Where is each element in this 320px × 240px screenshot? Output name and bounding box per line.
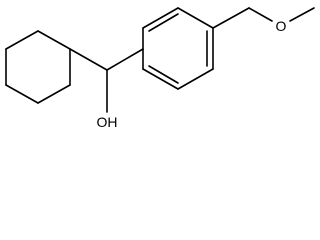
- cyclohexyl-ring: [5, 30, 71, 104]
- bond-cyclohexyl-4: [37, 84, 71, 104]
- bond-oxygen-to-methyl: [289, 7, 315, 22]
- bond-cyclohexyl-2: [37, 30, 71, 50]
- bond-methylene-to-oxygen: [248, 7, 273, 22]
- bond-benzene-double-1: [148, 13, 179, 32]
- bond-ring-to-carbinol: [69, 48, 108, 71]
- molecule-structure: OH O: [5, 7, 315, 130]
- bond-benzene-5: [177, 68, 214, 90]
- bond-benzene-6: [142, 68, 179, 90]
- bond-phenyl-to-methylene: [212, 7, 250, 29]
- ether-oxygen-label: O: [276, 18, 287, 34]
- bond-carbinol-to-phenyl: [106, 48, 144, 71]
- bond-benzene-3: [177, 7, 214, 29]
- benzene-ring: [142, 7, 214, 90]
- hydroxyl-label: OH: [97, 114, 118, 130]
- bond-benzene-double-3: [148, 65, 179, 84]
- bond-cyclohexyl-5: [5, 84, 39, 104]
- bond-cyclohexyl-1: [5, 30, 39, 50]
- bond-benzene-2: [142, 7, 179, 29]
